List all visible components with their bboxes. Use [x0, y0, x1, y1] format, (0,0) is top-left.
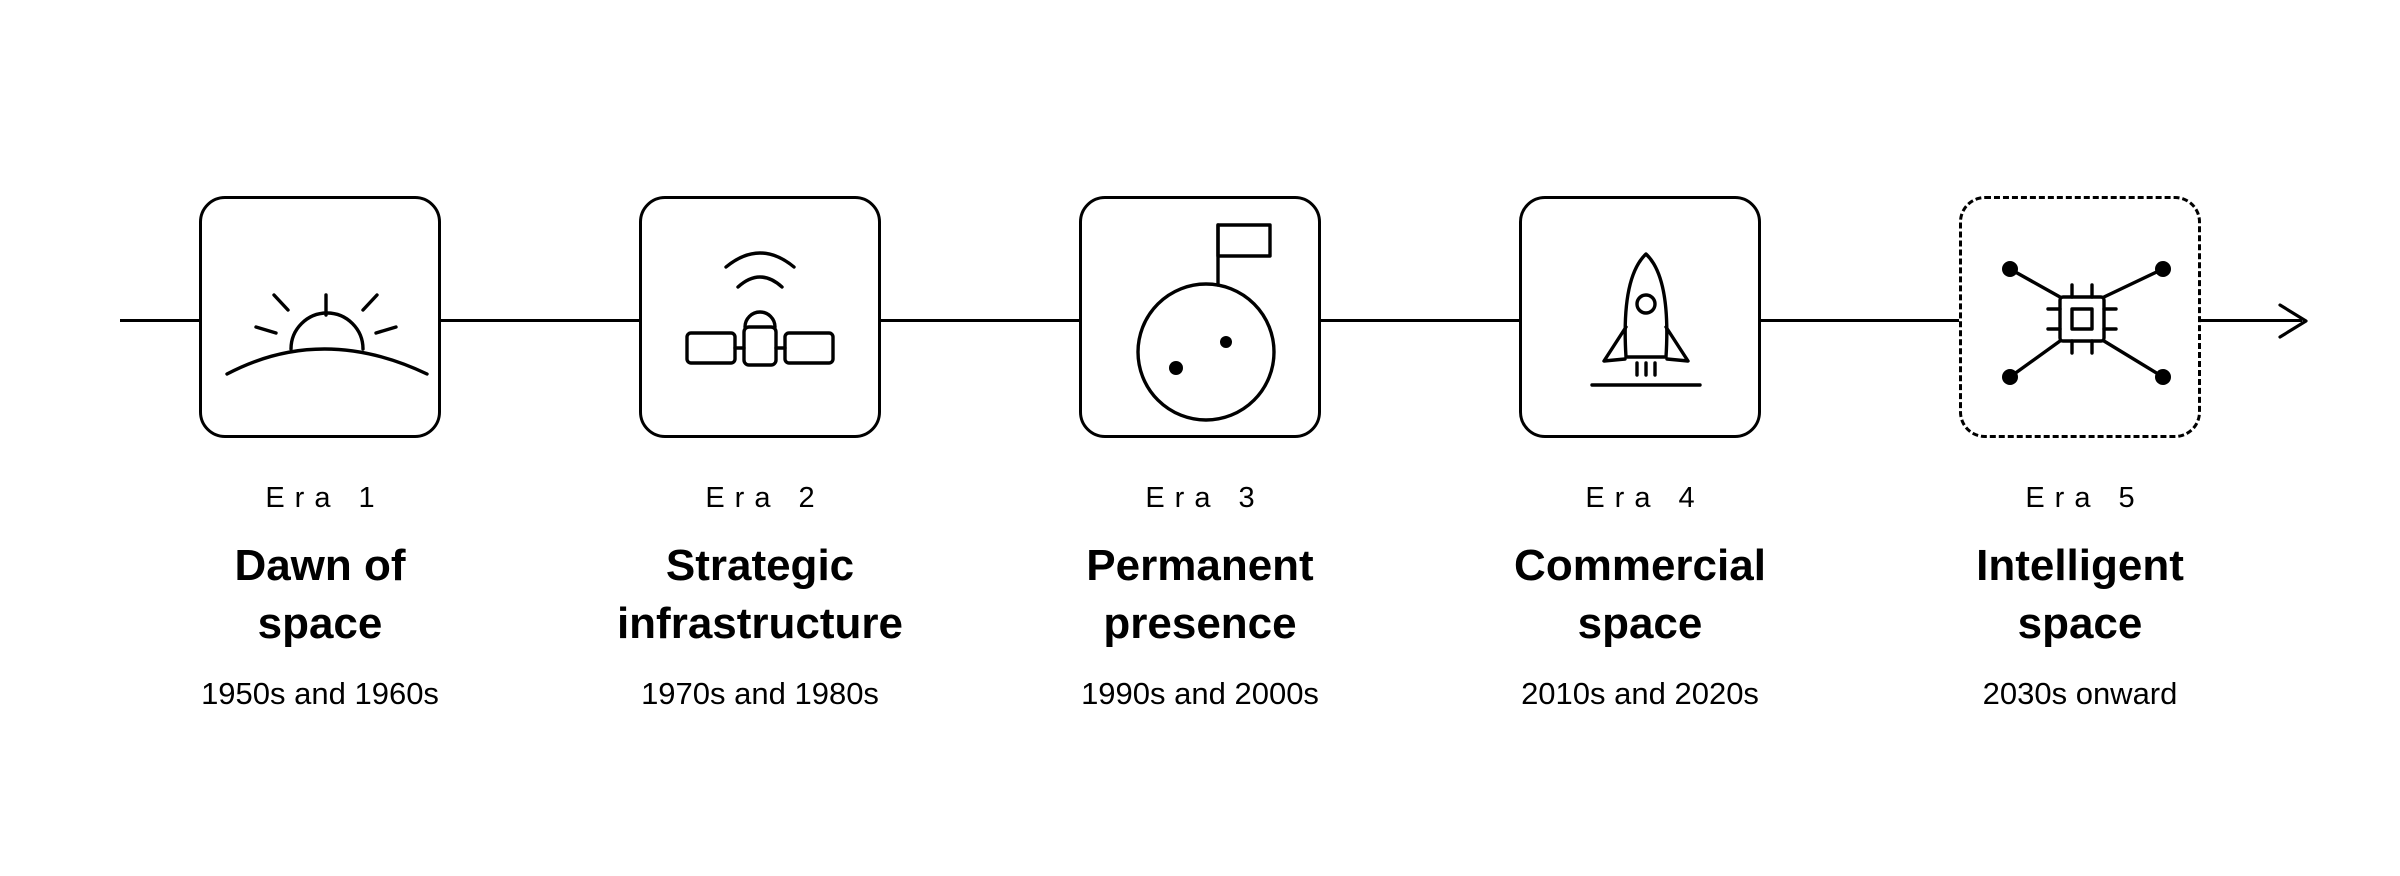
- era-2-label: Era 2: [705, 482, 825, 514]
- era-5-title-line2: space: [2017, 599, 2143, 648]
- era-3: Era 3 Permanent presence 1990s and 2000s: [1000, 196, 1400, 713]
- era-2-title-line1: Strategic: [665, 541, 855, 590]
- era-5-title-line1: Intelligent: [1976, 541, 2184, 590]
- era-1-title-line2: space: [257, 599, 383, 648]
- timeline-arrow-icon: [2278, 303, 2308, 339]
- era-2: Era 2 Strategic infrastructure 1970s and…: [560, 196, 960, 713]
- era-3-title: Permanent presence: [1000, 537, 1400, 653]
- era-4-title-line2: space: [1577, 599, 1703, 648]
- era-2-icon-box: [639, 196, 881, 438]
- era-1: Era 1 Dawn of space 1950s and 1960s: [120, 196, 520, 713]
- chip-network-icon: [2002, 261, 2171, 385]
- era-3-title-line1: Permanent: [1086, 541, 1314, 590]
- era-1-title-line1: Dawn of: [234, 541, 406, 590]
- era-5-title: Intelligent space: [1880, 537, 2280, 653]
- era-3-label: Era 3: [1145, 482, 1265, 514]
- era-5: Era 5 Intelligent space 2030s onward: [1880, 196, 2280, 713]
- era-3-dates: 1990s and 2000s: [1081, 676, 1319, 711]
- satellite-icon: [685, 251, 835, 367]
- era-1-dates: 1950s and 1960s: [201, 676, 439, 711]
- era-1-title: Dawn of space: [120, 537, 520, 653]
- era-1-icon-box: [199, 196, 441, 438]
- era-4-icon-box: [1519, 196, 1761, 438]
- era-1-label: Era 1: [265, 482, 385, 514]
- moon-flag-icon: [1136, 223, 1276, 422]
- era-3-icon-box: [1079, 196, 1321, 438]
- era-5-label: Era 5: [2025, 482, 2145, 514]
- era-2-dates: 1970s and 1980s: [641, 676, 879, 711]
- era-2-title: Strategic infrastructure: [560, 537, 960, 653]
- era-4-title-line1: Commercial: [1514, 541, 1766, 590]
- era-2-title-line2: infrastructure: [616, 599, 904, 648]
- sunrise-icon: [225, 293, 429, 376]
- era-4: Era 4 Commercial space 2010s and 2020s: [1440, 196, 1840, 713]
- era-5-dates: 2030s onward: [1982, 676, 2178, 711]
- rocket-icon: [1590, 252, 1702, 387]
- era-5-icon-box: [1959, 196, 2201, 438]
- era-4-label: Era 4: [1585, 482, 1705, 514]
- era-3-title-line2: presence: [1103, 599, 1297, 648]
- era-4-dates: 2010s and 2020s: [1521, 676, 1759, 711]
- era-4-title: Commercial space: [1440, 537, 1840, 653]
